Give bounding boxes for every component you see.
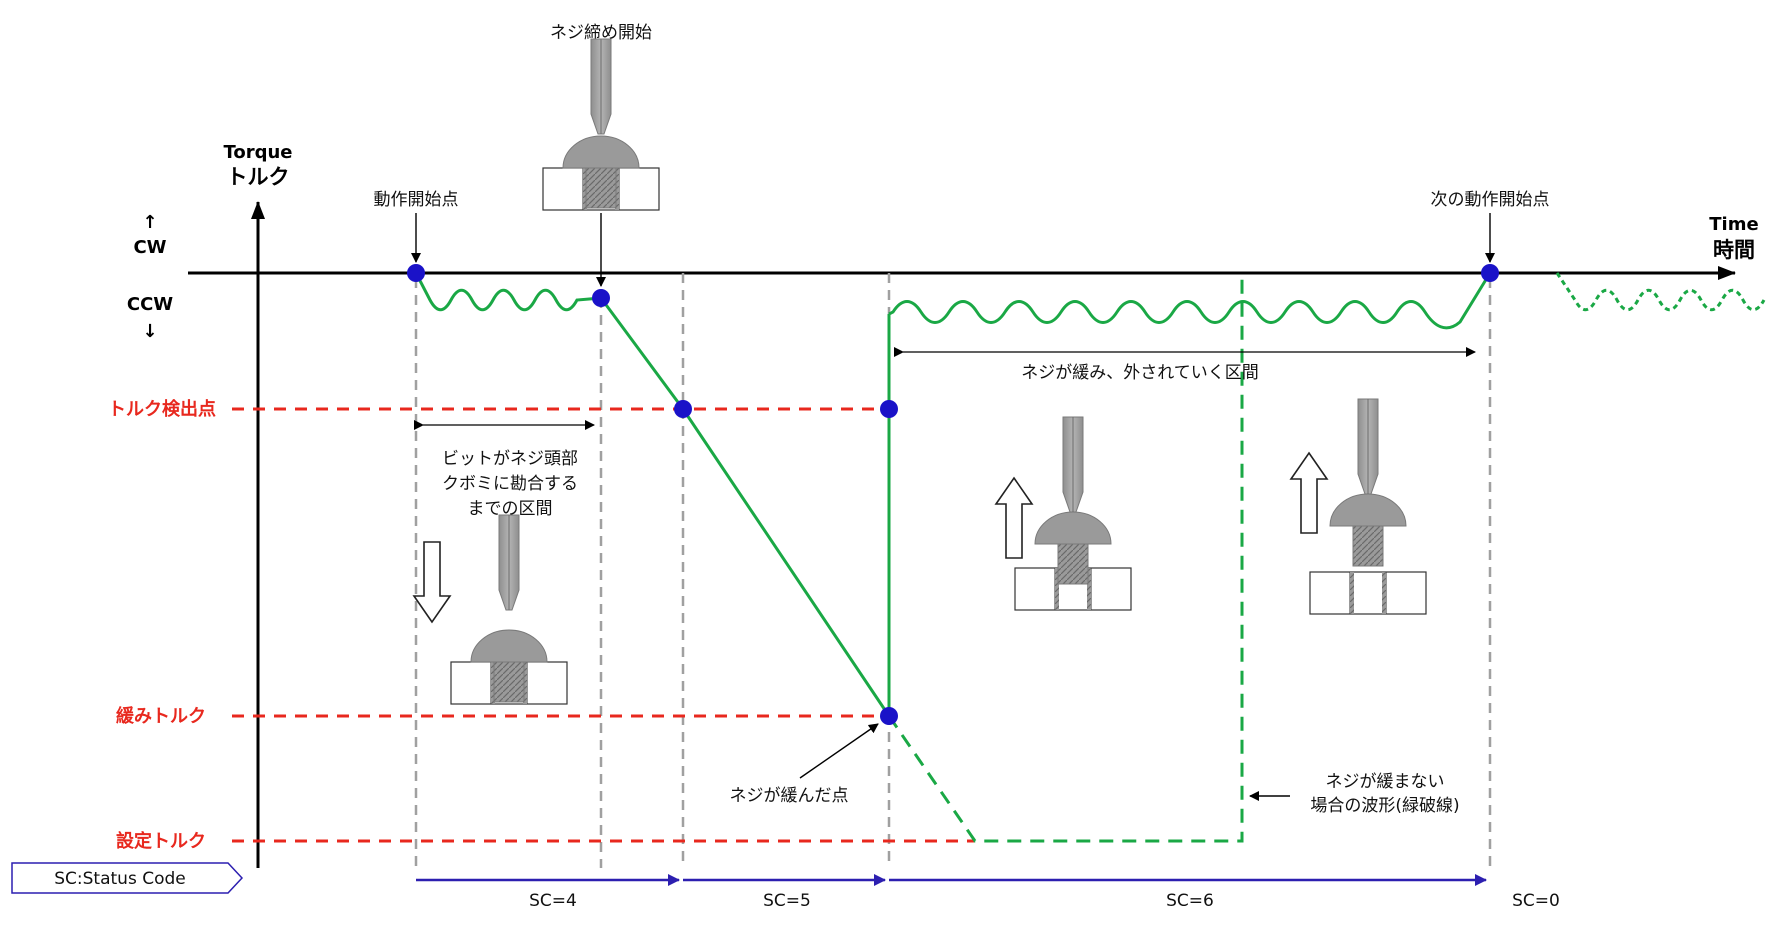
engage-label-line3: までの区間	[468, 499, 553, 519]
sc5-label: SC=5	[763, 891, 811, 911]
waveform-not-loosened	[887, 273, 1244, 843]
ccw-arrow: ↓	[142, 321, 157, 342]
loosened-point-label: ネジが緩んだ点	[730, 786, 849, 806]
x-axis-label-en: Time	[1709, 214, 1758, 235]
up-outline-arrow-2	[1290, 452, 1328, 534]
setting-level-label: 設定トルク	[116, 830, 206, 852]
status-code-tag-label: SC:Status Code	[54, 869, 185, 889]
torque-waveform	[414, 272, 1766, 843]
status-code-tag	[11, 862, 244, 894]
detect-level-label: トルク検出点	[108, 398, 216, 420]
sc0-label: SC=0	[1512, 891, 1560, 911]
waveform-next-cycle-wiggle	[1555, 272, 1766, 312]
y-axis-label-en: Torque	[223, 142, 292, 163]
event-points	[407, 264, 1499, 725]
cw-label: CW	[133, 237, 166, 258]
sc6-label: SC=6	[1166, 891, 1214, 911]
waveform-ramp	[599, 297, 891, 717]
cw-arrow: ↑	[142, 212, 157, 233]
engage-label-line2: クボミに勘合する	[442, 474, 578, 494]
screw-start-illustration	[542, 38, 660, 211]
bit-descending-illustration	[450, 514, 568, 705]
screw-start-label: ネジ締め開始	[550, 23, 652, 43]
waveform-loosening-wiggle	[888, 272, 1492, 330]
start-point-label: 動作開始点	[374, 190, 459, 210]
loosen-level-label: 緩みトルク	[116, 705, 206, 727]
waveform-engage-wiggle	[414, 272, 602, 312]
point-next-start	[1481, 264, 1499, 282]
engage-label-line1: ビットがネジ頭部	[442, 449, 578, 469]
down-outline-arrow	[413, 541, 451, 623]
x-axis-label-ja: 時間	[1713, 238, 1755, 262]
up-outline-arrow-1	[995, 477, 1033, 559]
screw-rising-illustration-1	[1014, 416, 1132, 611]
threshold-lines	[232, 407, 975, 843]
not-loosened-label-line1: ネジが緩まない	[1326, 772, 1445, 792]
not-loosened-label-line2: 場合の波形(緑破線)	[1310, 796, 1459, 816]
point-detect	[674, 400, 692, 418]
point-detect-after	[880, 400, 898, 418]
screw-rising-illustration-2	[1309, 398, 1427, 615]
loosened-point-arrow	[799, 723, 879, 779]
ccw-label: CCW	[127, 294, 173, 315]
next-start-label: 次の動作開始点	[1431, 190, 1550, 210]
sc4-label: SC=4	[529, 891, 577, 911]
point-screw-start	[592, 289, 610, 307]
loosening-range-label: ネジが緩み、外されていく区間	[1021, 363, 1259, 383]
point-loosened	[880, 707, 898, 725]
point-start	[407, 264, 425, 282]
y-axis-label-ja: トルク	[227, 165, 290, 189]
